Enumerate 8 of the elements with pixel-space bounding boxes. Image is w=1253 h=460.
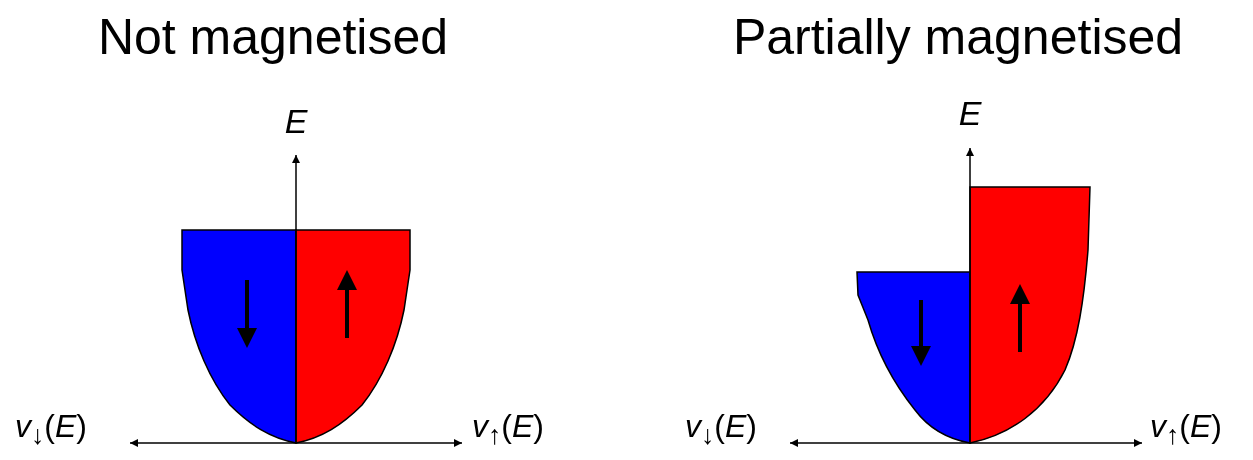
axis-label: E xyxy=(958,96,982,130)
axis-label: v$_{↓}$(E) xyxy=(15,410,87,450)
axis-label: E xyxy=(284,104,308,138)
panel-heading: Not magnetised xyxy=(97,12,449,62)
axis-label: v$_{↓}$(E) xyxy=(685,410,757,450)
axis-label: v$_{↑}$(E) xyxy=(472,410,544,450)
panel-heading: Partially magnetised xyxy=(732,12,1184,62)
axis-label: v$_{↑}$(E) xyxy=(1150,410,1222,450)
